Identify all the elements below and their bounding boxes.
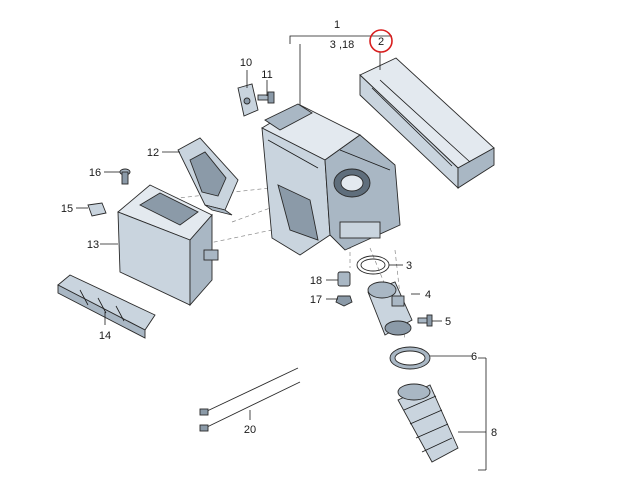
callout-15[interactable]: 15 (61, 203, 73, 215)
clip-part-15[interactable] (87, 202, 107, 217)
callout-17[interactable]: 17 (310, 294, 322, 306)
callout-16[interactable]: 16 (89, 167, 101, 179)
cable-ties-part-20[interactable] (199, 367, 301, 432)
nut-part-17[interactable] (335, 295, 353, 307)
callout-1[interactable]: 1 (334, 19, 340, 31)
hose-clamp-part-6[interactable] (389, 346, 431, 370)
leader-lines (76, 35, 487, 471)
callout-5[interactable]: 5 (445, 316, 451, 328)
air-mass-meter-part-4[interactable] (367, 281, 413, 336)
bracket-part-10[interactable] (237, 83, 259, 117)
callout-14[interactable]: 14 (99, 330, 111, 342)
callout-6[interactable]: 6 (471, 351, 477, 363)
screw-part-11[interactable] (257, 91, 275, 104)
air-filter-element[interactable] (359, 57, 495, 190)
seal-ring-part-3[interactable] (356, 255, 390, 275)
inlet-duct-part-12[interactable] (177, 137, 239, 216)
callout-13[interactable]: 13 (87, 239, 99, 251)
callout-3-18[interactable]: 3 ,18 (330, 39, 354, 51)
grommet-part-18[interactable] (337, 271, 351, 287)
callout-18[interactable]: 18 (310, 275, 322, 287)
callout-12[interactable]: 12 (147, 147, 159, 159)
callout-8[interactable]: 8 (491, 427, 497, 439)
air-filter-housing[interactable] (261, 103, 401, 256)
callout-2[interactable]: 2 (378, 36, 384, 48)
air-guide-duct-part-13[interactable] (117, 184, 219, 307)
screw-part-5[interactable] (417, 314, 433, 327)
callout-10[interactable]: 10 (240, 57, 252, 69)
intake-hose-part-8[interactable] (397, 383, 459, 463)
callout-4[interactable]: 4 (425, 289, 431, 301)
callout-3[interactable]: 3 (406, 260, 412, 272)
callout-11[interactable]: 11 (261, 69, 272, 81)
callout-labels: 1 3 ,18 2 10 11 12 16 15 13 14 3 4 5 18 … (61, 19, 497, 439)
bolt-part-16[interactable] (119, 168, 131, 185)
highlight-ring-part-2 (369, 29, 393, 53)
lower-air-guide-part-14[interactable] (57, 274, 156, 339)
callout-20[interactable]: 20 (244, 424, 256, 436)
